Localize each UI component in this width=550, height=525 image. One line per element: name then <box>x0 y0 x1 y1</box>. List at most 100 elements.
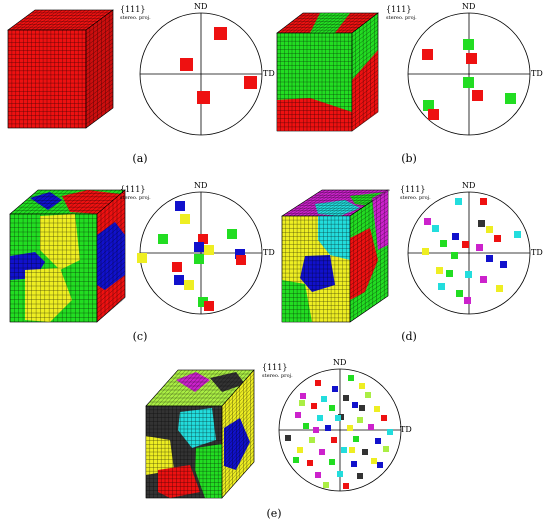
voxel-line <box>351 45 379 66</box>
voxel-line <box>70 9 98 31</box>
pole-a-4 <box>197 91 210 104</box>
pole-e-25 <box>331 437 337 443</box>
voxel-line <box>349 275 389 302</box>
voxel-line <box>221 423 255 460</box>
voxel-line <box>221 404 255 441</box>
pole-a-2 <box>180 58 193 71</box>
voxel-line <box>75 189 104 215</box>
voxel-line <box>31 9 59 31</box>
pole-c-1 <box>175 201 185 211</box>
cube-d-grain-cyan-front <box>318 216 350 260</box>
voxel-line <box>221 415 255 453</box>
pole-e-17 <box>381 415 387 421</box>
pole-b-8 <box>428 109 439 120</box>
voxel-line <box>288 12 315 34</box>
cube-b-grid <box>276 12 379 34</box>
voxel-line <box>27 189 56 215</box>
pole-d-22 <box>496 285 503 292</box>
voxel-line <box>31 189 60 215</box>
voxel-line <box>325 12 352 34</box>
cube-b-grain-red-side <box>352 50 378 131</box>
pole-e-36 <box>371 458 377 464</box>
voxel-line <box>351 65 379 87</box>
voxel-line <box>221 442 255 479</box>
pole-e-43 <box>377 462 383 468</box>
voxel-line <box>168 369 201 407</box>
pole-label-a: {111} stereo. proj. <box>120 6 151 22</box>
pole-e-28 <box>297 447 303 453</box>
cube-e-grid <box>145 405 223 499</box>
voxel-line <box>62 9 90 31</box>
pole-e-34 <box>329 459 335 465</box>
pole-d-19 <box>465 271 472 278</box>
pole-e-5 <box>300 393 306 399</box>
pole-stereo-e: stereo. proj. <box>262 373 293 379</box>
pole-hkl-d: {111} <box>400 185 426 194</box>
pole-b-7 <box>423 100 434 111</box>
pole-d-7 <box>514 231 521 238</box>
voxel-line <box>85 87 114 108</box>
voxel-line <box>351 82 379 103</box>
voxel-line <box>351 12 379 34</box>
voxel-line <box>221 408 255 445</box>
voxel-line <box>221 385 255 422</box>
pole-c-13 <box>174 275 184 285</box>
voxel-line <box>96 270 126 296</box>
voxel-line <box>53 189 82 215</box>
voxel-line <box>304 189 345 217</box>
voxel-line <box>293 189 334 217</box>
pole-e-48 <box>299 400 305 406</box>
pole-e-9 <box>311 403 317 409</box>
voxel-line <box>349 206 389 233</box>
voxel-line <box>344 12 371 34</box>
voxel-line <box>96 203 126 228</box>
voxel-line <box>349 279 389 306</box>
voxel-line <box>35 9 63 31</box>
voxel-line <box>85 13 114 35</box>
pole-e-35 <box>351 461 357 467</box>
voxel-line <box>14 189 43 215</box>
voxel-line <box>191 369 224 407</box>
voxel-line <box>349 295 389 323</box>
pole-stereo-d: stereo. proj. <box>400 195 431 201</box>
pole-e-40 <box>323 482 329 488</box>
pole-d-16 <box>500 261 507 268</box>
pole-c-5 <box>198 234 208 244</box>
pole-e-22 <box>387 429 393 435</box>
pole-d-11 <box>462 241 469 248</box>
voxel-line <box>221 458 255 495</box>
voxel-line <box>306 12 334 34</box>
voxel-line <box>221 400 255 437</box>
voxel-line <box>92 189 121 215</box>
pole-d-1 <box>455 198 462 205</box>
voxel-line <box>96 225 126 251</box>
voxel-line <box>172 369 205 407</box>
voxel-line <box>334 189 375 217</box>
pole-e-1 <box>315 380 321 386</box>
pole-e-14 <box>317 415 323 421</box>
voxel-line <box>214 369 247 407</box>
voxel-line <box>85 83 114 104</box>
pole-e-4 <box>359 383 365 389</box>
pole-e-6 <box>321 396 327 402</box>
pole-hkl-c: {111} <box>120 185 146 194</box>
cube-b <box>276 12 379 132</box>
voxel-line <box>23 9 51 31</box>
td-label-e: TD <box>400 425 412 434</box>
pole-d-8 <box>494 235 501 242</box>
cube-c <box>9 189 126 323</box>
voxel-line <box>96 257 126 282</box>
pole-e-38 <box>337 471 343 477</box>
voxel-line <box>85 79 114 100</box>
pole-e-41 <box>343 483 349 489</box>
voxel-line <box>297 189 338 217</box>
voxel-line <box>318 12 345 34</box>
voxel-line <box>351 102 379 123</box>
pole-d-2 <box>480 198 487 205</box>
caption-b: (b) <box>401 152 417 165</box>
voxel-line <box>96 288 126 314</box>
pole-e-30 <box>341 447 347 453</box>
pole-c-10 <box>137 253 147 263</box>
pole-c-8 <box>235 249 245 259</box>
voxel-line <box>349 246 389 274</box>
